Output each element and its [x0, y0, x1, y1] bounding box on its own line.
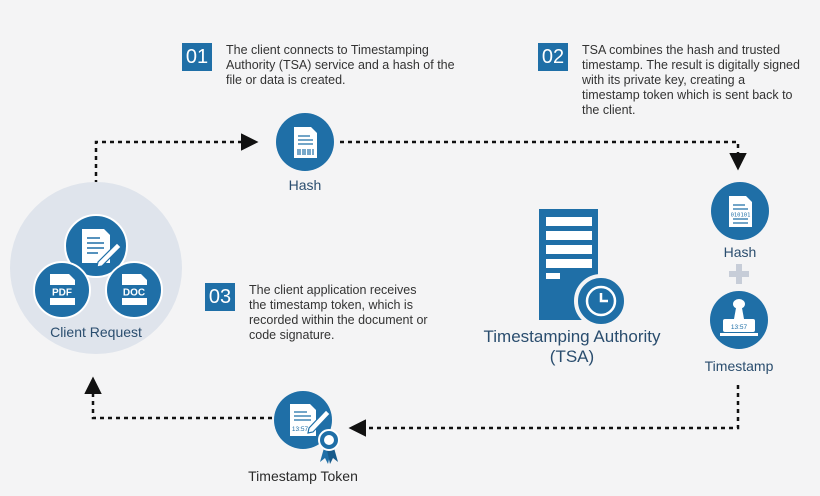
- tsa-label: Timestamping Authority (TSA): [472, 327, 672, 367]
- step-01: 01 The client connects to Timestamping A…: [182, 43, 472, 88]
- doc-label: DOC: [123, 288, 145, 299]
- hash-top-label: Hash: [288, 177, 322, 193]
- step-text: The client application receives the time…: [249, 283, 428, 342]
- tsa-label-line1: Timestamping Authority: [483, 327, 661, 346]
- arrow-tsa-to-token: [348, 385, 740, 437]
- token-time: 13:57: [292, 426, 309, 433]
- server-clock-icon: [539, 209, 628, 328]
- step-number: 02: [538, 43, 568, 71]
- plus-icon: [729, 264, 749, 284]
- client-request-label: Client Request: [50, 324, 142, 340]
- arrow-client-to-hash: [94, 133, 259, 192]
- arrow-hash-to-tsa: [340, 140, 747, 171]
- binary-digits: 010101: [731, 213, 751, 219]
- pdf-file-icon: PDF: [33, 261, 91, 319]
- arrow-token-to-client: [84, 376, 272, 420]
- step-number: 03: [205, 283, 235, 311]
- rubber-stamp-icon: 13:57: [710, 291, 768, 349]
- step-text: The client connects to Timestamping Auth…: [226, 43, 455, 87]
- certificate-ribbon-icon: 13:57: [274, 391, 340, 464]
- doc-file-icon: DOC: [105, 261, 163, 319]
- timestamp-token-label: Timestamp Token: [248, 468, 358, 484]
- pdf-label: PDF: [52, 288, 72, 299]
- stamp-time: 13:57: [731, 324, 748, 331]
- step-03: 03 The client application receives the t…: [205, 283, 435, 343]
- binary-document-icon: 010101: [711, 182, 769, 240]
- step-02: 02 TSA combines the hash and trusted tim…: [538, 43, 808, 118]
- step-number: 01: [182, 43, 212, 71]
- document-edit-icon: [64, 214, 128, 278]
- step-text: TSA combines the hash and trusted timest…: [582, 43, 800, 117]
- hash-right-label: Hash: [723, 244, 757, 260]
- timestamp-label: Timestamp: [704, 358, 774, 374]
- tsa-label-line2: (TSA): [549, 347, 595, 366]
- barcode-document-icon: [276, 113, 334, 171]
